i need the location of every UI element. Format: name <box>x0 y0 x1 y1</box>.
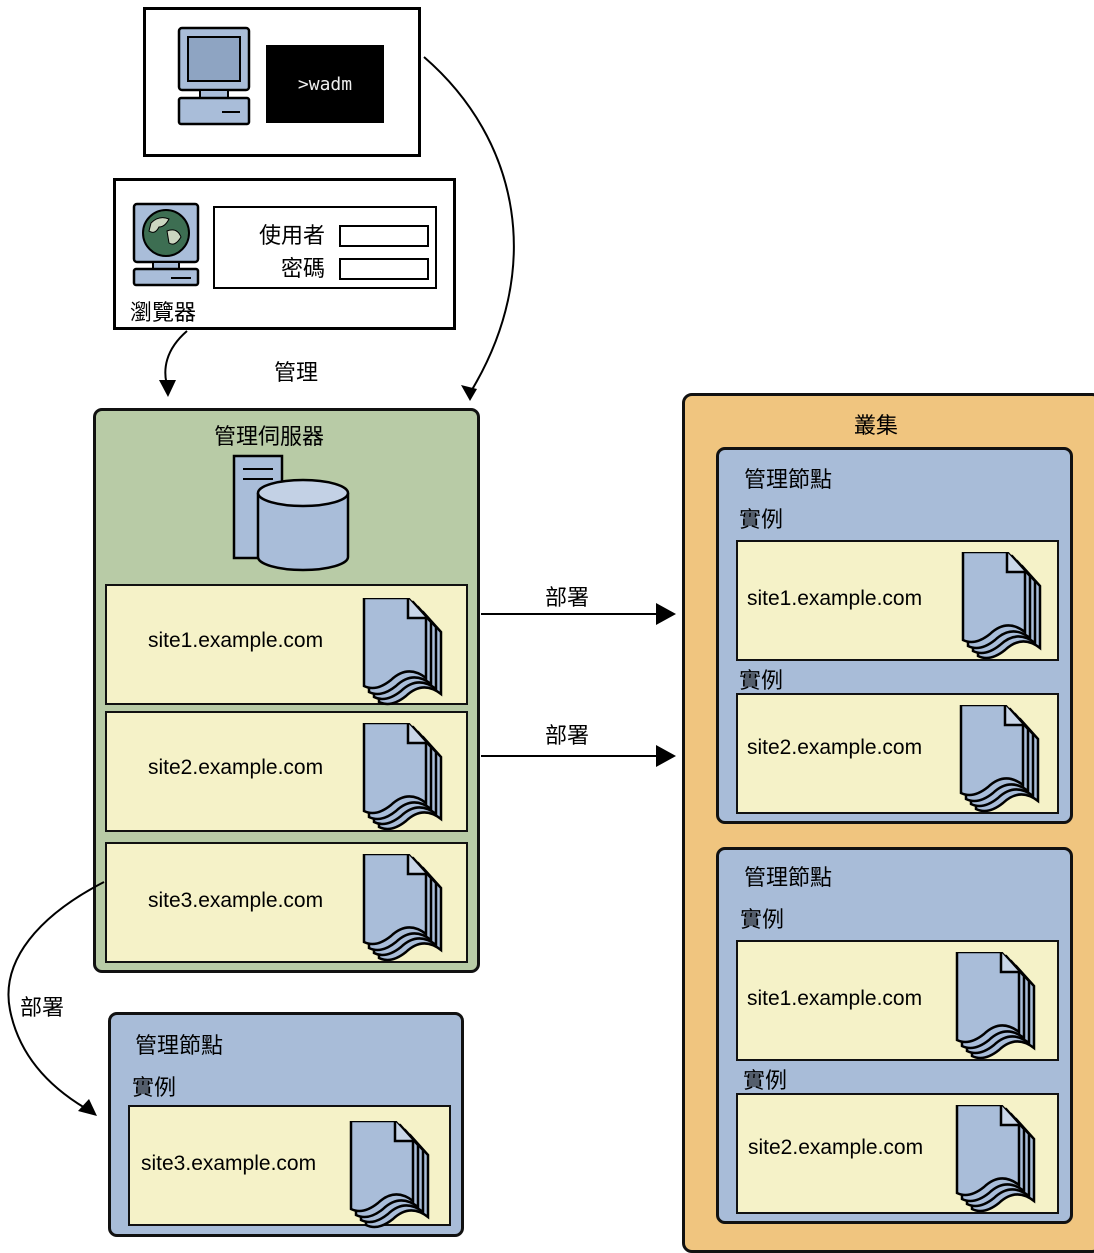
standalone-node: 管理節點 實例 site3.example.com <box>108 1012 464 1237</box>
instance-label: 實例 <box>739 508 784 533</box>
instance-label: 實例 <box>132 1076 177 1101</box>
document-stack-icon <box>362 598 443 706</box>
site-name: site1.example.com <box>747 587 923 610</box>
site-name: site1.example.com <box>747 987 923 1010</box>
document-stack-icon <box>959 705 1040 813</box>
site-name: site3.example.com <box>148 889 324 912</box>
login-form: 使用者 密碼 <box>213 206 437 289</box>
node-title: 管理節點 <box>135 1034 224 1059</box>
deploy-label-2: 部署 <box>545 724 590 749</box>
browser-to-admin-arrow <box>164 330 188 386</box>
cluster-box: 叢集 管理節點 實例 site1.example.com 實例 site2.ex… <box>682 393 1094 1253</box>
instance-label: 實例 <box>740 908 785 933</box>
arrowhead-icon <box>159 380 176 397</box>
node-title: 管理節點 <box>744 866 833 891</box>
manage-label: 管理 <box>274 361 319 386</box>
instance-panel: site1.example.com <box>736 940 1059 1061</box>
site-name: site2.example.com <box>748 1136 924 1159</box>
deploy-label-1: 部署 <box>545 586 590 611</box>
instance-panel: site2.example.com <box>736 1093 1059 1214</box>
admin-site2-panel: site2.example.com <box>105 711 468 832</box>
admin-site3-panel: site3.example.com <box>105 842 468 963</box>
admin-site1-panel: site1.example.com <box>105 584 468 706</box>
cluster-node-1: 管理節點 實例 site1.example.com 實例 site2.examp… <box>716 447 1073 824</box>
instance-panel: site1.example.com <box>736 540 1059 661</box>
admin-server-title: 管理伺服器 <box>214 425 325 450</box>
document-stack-icon <box>955 1105 1036 1213</box>
instance-panel: site2.example.com <box>736 693 1059 814</box>
document-stack-icon <box>955 952 1036 1060</box>
document-stack-icon <box>362 723 443 831</box>
browser-globe-icon <box>132 202 200 287</box>
cluster-node-2: 管理節點 實例 site1.example.com 實例 site2.examp… <box>716 847 1073 1224</box>
document-stack-icon <box>961 552 1042 660</box>
node-title: 管理節點 <box>744 468 833 493</box>
server-database-icon <box>232 454 350 572</box>
arrowhead-icon <box>461 385 477 401</box>
browser-label: 瀏覽器 <box>130 301 197 326</box>
cluster-title: 叢集 <box>854 414 899 439</box>
password-field[interactable] <box>339 258 429 280</box>
user-label: 使用者 <box>259 224 326 249</box>
arrowhead-icon <box>656 603 676 625</box>
deploy-label-3: 部署 <box>20 996 65 1021</box>
instance-label: 實例 <box>739 669 784 694</box>
site-name: site2.example.com <box>148 756 324 779</box>
cli-terminal-box: >wadm <box>143 7 421 157</box>
admin-server-box: 管理伺服器 site1.example.com site2.example.co… <box>93 408 480 973</box>
arrowhead-icon <box>656 745 676 767</box>
password-label: 密碼 <box>281 257 326 282</box>
site-name: site3.example.com <box>141 1152 317 1175</box>
document-stack-icon <box>349 1121 430 1229</box>
browser-login-box: 瀏覽器 使用者 密碼 <box>113 178 456 330</box>
computer-icon <box>177 26 251 126</box>
user-field[interactable] <box>339 225 429 247</box>
document-stack-icon <box>362 854 443 962</box>
terminal-command: >wadm <box>266 45 384 123</box>
site-name: site2.example.com <box>747 736 923 759</box>
arrowhead-icon <box>78 1099 97 1116</box>
instance-label: 實例 <box>743 1069 788 1094</box>
site-name: site1.example.com <box>148 629 324 652</box>
instance-panel: site3.example.com <box>128 1105 451 1229</box>
